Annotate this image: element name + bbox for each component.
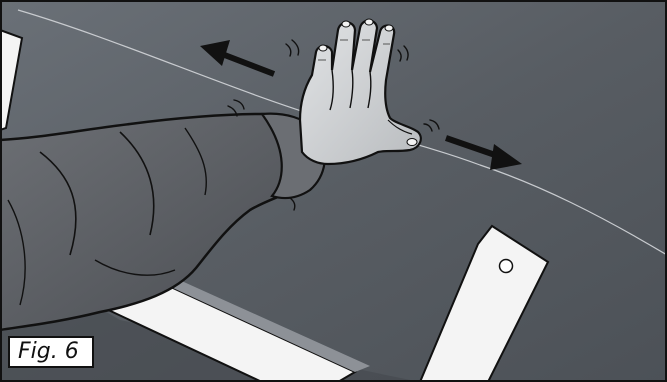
fingernail-4 bbox=[385, 25, 393, 31]
fingernail-3 bbox=[365, 19, 373, 25]
fingernail-2 bbox=[342, 21, 350, 27]
thumbnail bbox=[407, 139, 417, 146]
figure-label: Fig. 6 bbox=[8, 336, 94, 368]
fingernail-1 bbox=[319, 45, 327, 51]
plate-hole bbox=[500, 260, 513, 273]
